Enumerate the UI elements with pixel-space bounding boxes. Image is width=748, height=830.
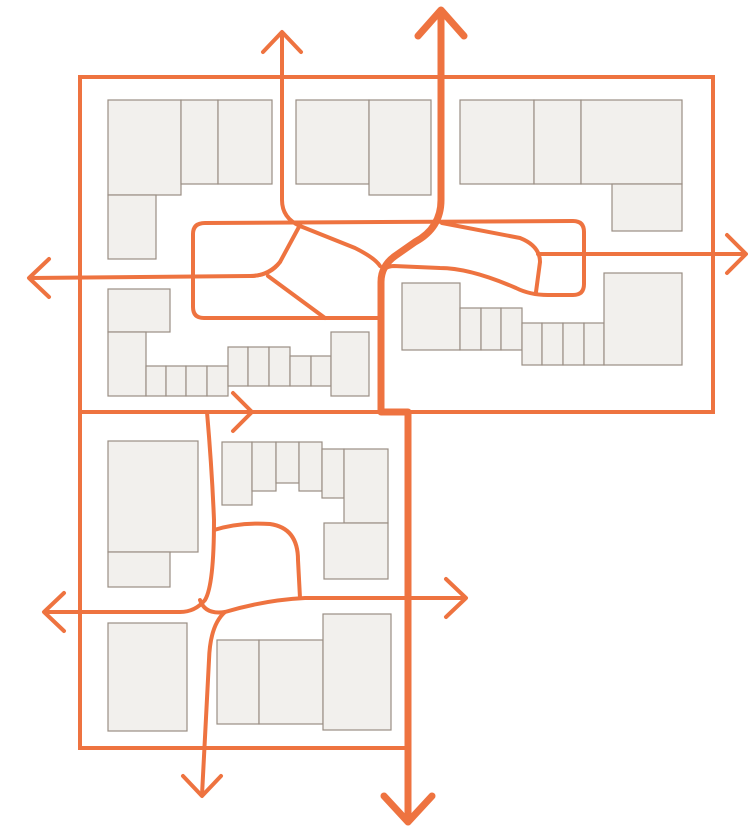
building [583, 322, 605, 366]
arrow-south-small [181, 774, 223, 798]
loop-connector-south [266, 274, 327, 320]
building [541, 322, 564, 366]
building [521, 322, 543, 366]
south-road-south [200, 610, 227, 797]
arrow-west-south [42, 591, 66, 633]
building [107, 194, 157, 260]
building [330, 331, 370, 397]
building [180, 99, 219, 185]
arrow-north-main [414, 6, 468, 40]
building [217, 99, 273, 185]
building [580, 99, 683, 185]
arrow-east-divider [231, 391, 254, 433]
building [480, 307, 502, 351]
arrow-north-west-lane [261, 30, 303, 54]
building [603, 272, 683, 366]
building-footprints [107, 99, 683, 732]
building [247, 346, 270, 387]
building [459, 307, 482, 351]
building [611, 183, 683, 232]
building [289, 355, 312, 387]
main-spine [377, 8, 445, 824]
building [533, 99, 582, 185]
building [107, 622, 188, 732]
building [343, 448, 389, 524]
building [295, 99, 370, 185]
building [368, 99, 432, 196]
building [275, 441, 300, 484]
east-route [440, 221, 747, 294]
arrow-east-south [444, 577, 468, 619]
building [251, 441, 277, 492]
south-road-east [198, 596, 467, 615]
building [145, 365, 167, 397]
block-north-east-boundary [381, 75, 715, 414]
building [298, 441, 323, 492]
building [401, 282, 461, 351]
west-route [28, 260, 282, 280]
south-road-north [43, 410, 216, 614]
building [268, 346, 291, 387]
building [321, 448, 345, 499]
building [107, 99, 182, 196]
building [322, 613, 392, 731]
building [258, 639, 324, 725]
building [165, 365, 187, 397]
building [206, 365, 229, 397]
building [323, 522, 389, 580]
arrow-south-main [380, 792, 436, 826]
building [562, 322, 585, 366]
loop-road [191, 219, 586, 320]
building [459, 99, 535, 185]
building [107, 331, 147, 397]
building [185, 365, 208, 397]
building [107, 440, 199, 553]
building [107, 551, 171, 588]
building [500, 307, 523, 351]
building [107, 288, 171, 333]
building [221, 441, 253, 506]
building [216, 639, 260, 725]
arrow-west-top [27, 257, 51, 299]
south-road-loop-top [212, 521, 302, 600]
building [310, 355, 332, 387]
arrow-east-top [725, 233, 748, 275]
circulation-routes [28, 8, 747, 824]
building [227, 346, 249, 387]
direction-arrows [27, 6, 748, 826]
